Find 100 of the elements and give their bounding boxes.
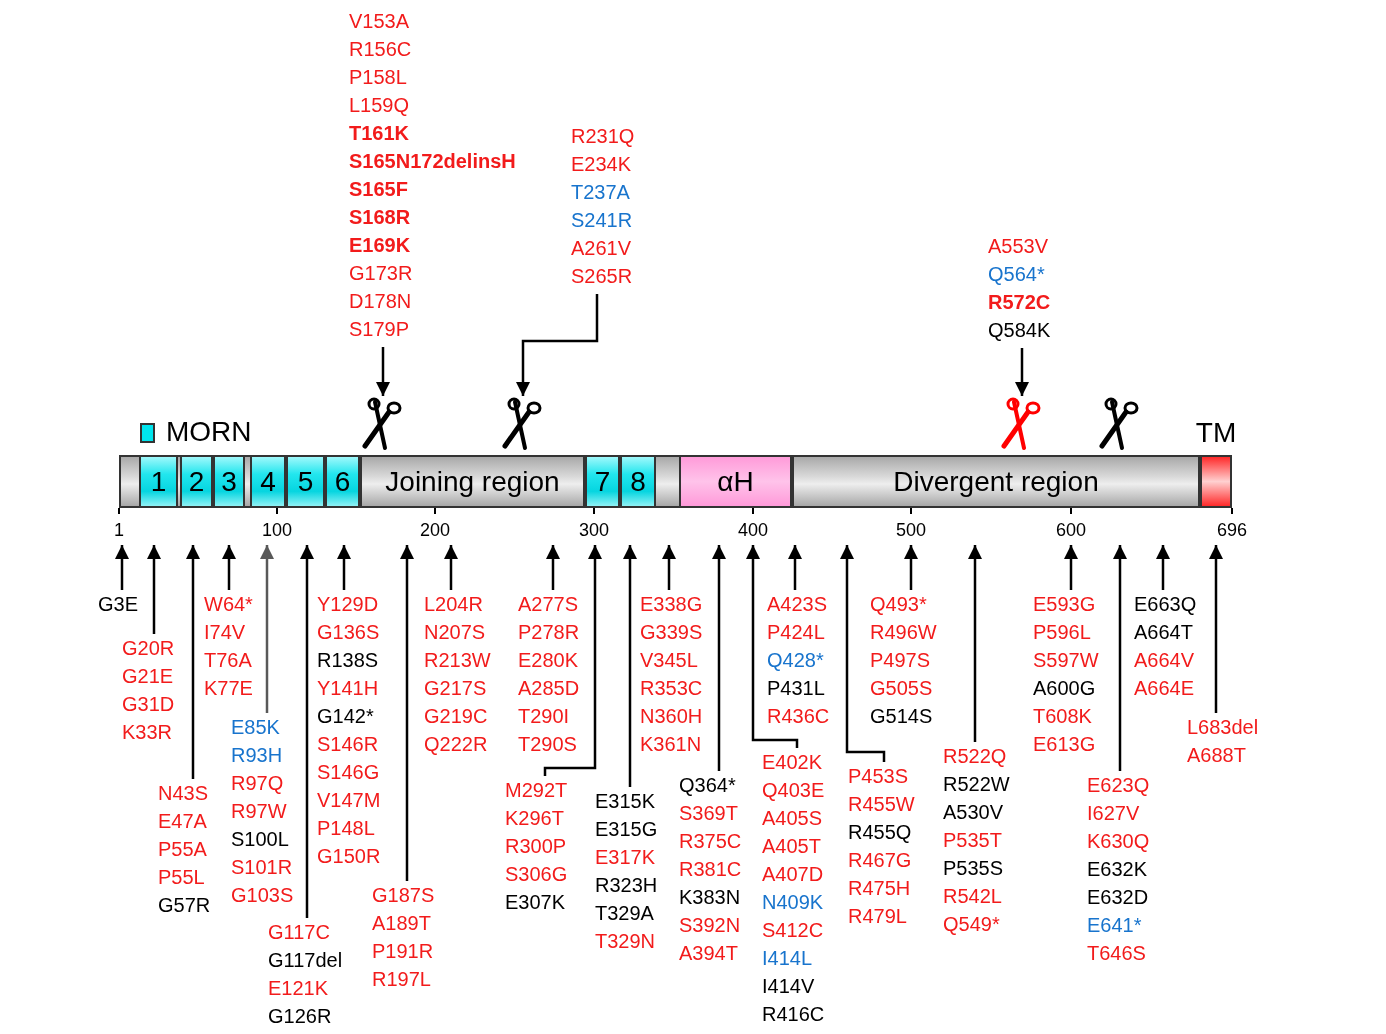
arrow	[623, 545, 637, 787]
mutation-label: S101R	[231, 855, 293, 880]
arrow	[222, 545, 236, 590]
morn-repeat: 7	[585, 457, 620, 506]
mutation-label: I74V	[204, 620, 246, 645]
domain-label: TM	[1195, 417, 1237, 449]
morn-repeat: 8	[620, 457, 656, 506]
mutation-label: G117del	[268, 948, 343, 973]
mutation-label: E315G	[595, 817, 658, 842]
mutation-label: A688T	[1187, 743, 1246, 768]
mutation-label: G21E	[122, 664, 174, 689]
morn-repeat: 6	[325, 457, 360, 506]
arrow	[516, 294, 599, 396]
mutation-label: S179P	[349, 317, 410, 342]
mutation-label: V147M	[317, 788, 381, 813]
mutation-label: G150R	[317, 844, 381, 869]
mutation-label: G219C	[424, 704, 488, 729]
mutation-label: R436C	[767, 704, 830, 729]
mutation-label: G57R	[158, 893, 211, 918]
mutation-label: R542L	[943, 884, 1002, 909]
arrow	[840, 545, 886, 762]
mutation-label: G187S	[372, 883, 435, 908]
mutation-label: Q493*	[870, 592, 927, 617]
arrow	[376, 347, 390, 396]
mutation-label: G505S	[870, 676, 933, 701]
mutation-label: A261V	[571, 236, 632, 261]
mutation-label: S392N	[679, 913, 741, 938]
mutation-label: R455Q	[848, 820, 912, 845]
mutation-label: M292T	[505, 778, 568, 803]
arrow	[1113, 545, 1127, 771]
mutation-label: R572C	[988, 290, 1051, 315]
arrow	[1209, 545, 1223, 713]
axis-tick-label: 300	[579, 520, 609, 541]
mutation-label: R496W	[870, 620, 937, 645]
mutation-label: Y141H	[317, 676, 379, 701]
axis-tick-label: 500	[896, 520, 926, 541]
mutation-label: A277S	[518, 592, 579, 617]
mutation-label: T646S	[1087, 941, 1146, 966]
mutation-label: Q364*	[679, 773, 736, 798]
morn-repeat: 3	[213, 457, 245, 506]
mutation-label: T76A	[204, 648, 252, 673]
mutation-label: E632D	[1087, 885, 1149, 910]
domain-segment: αH	[679, 457, 792, 506]
arrow	[904, 545, 918, 590]
scissors-icon	[362, 397, 402, 450]
mutation-label: I414V	[762, 974, 815, 999]
mutation-label: S306G	[505, 862, 568, 887]
mutation-label: K630Q	[1087, 829, 1150, 854]
domain-segment: Joining region	[360, 457, 585, 506]
mutation-label: R455W	[848, 792, 915, 817]
mutation-label: G514S	[870, 704, 933, 729]
mutation-label: V153A	[349, 9, 410, 34]
arrow	[662, 545, 676, 590]
mutation-label: G3E	[98, 592, 139, 617]
mutation-label: W64*	[204, 592, 253, 617]
mutation-label: A405T	[762, 834, 821, 859]
mutation-label: G173R	[349, 261, 413, 286]
mutation-label: E613G	[1033, 732, 1096, 757]
mutation-label: R381C	[679, 857, 742, 882]
mutation-label: R323H	[595, 873, 658, 898]
mutation-label: S165N172delinsH	[349, 149, 516, 174]
mutation-label: S168R	[349, 205, 411, 230]
arrow	[337, 545, 351, 590]
mutation-label: E121K	[268, 976, 329, 1001]
mutation-label: R156C	[349, 37, 412, 62]
mutation-label: A285D	[518, 676, 580, 701]
mutation-label: A407D	[762, 862, 824, 887]
arrow	[546, 545, 560, 590]
mutation-label: P148L	[317, 816, 375, 841]
mutation-label: Q222R	[424, 732, 488, 757]
scissors-icon	[1099, 397, 1139, 450]
mutation-label: A394T	[679, 941, 738, 966]
mutation-label: L683del	[1187, 715, 1259, 740]
mutation-label: G136S	[317, 620, 380, 645]
morn-repeat: 5	[286, 457, 325, 506]
mutation-label: E317K	[595, 845, 656, 870]
mutation-label: P497S	[870, 648, 931, 673]
mutation-label: V345L	[640, 648, 698, 673]
arrow	[400, 545, 414, 881]
morn-repeat: 4	[250, 457, 286, 506]
mutation-label: A600G	[1033, 676, 1096, 701]
mutation-label: R97W	[231, 799, 287, 824]
mutation-label: P424L	[767, 620, 825, 645]
mutation-label: E663Q	[1134, 592, 1197, 617]
mutation-label: G20R	[122, 636, 175, 661]
legend-label: MORN	[166, 416, 252, 448]
mutation-label: N360H	[640, 704, 703, 729]
axis-tick-label: 400	[738, 520, 768, 541]
mutation-label: G117C	[268, 920, 330, 945]
mutation-label: A530V	[943, 800, 1004, 825]
mutation-label: E234K	[571, 152, 632, 177]
mutation-label: A423S	[767, 592, 828, 617]
arrow	[444, 545, 458, 590]
mutation-label: P191R	[372, 939, 434, 964]
arrow	[712, 545, 726, 771]
arrow	[746, 545, 799, 748]
mutation-label: S265R	[571, 264, 633, 289]
mutation-label: Q549*	[943, 912, 1000, 937]
mutation-label: P55A	[158, 837, 207, 862]
axis-tick-label: 100	[262, 520, 292, 541]
